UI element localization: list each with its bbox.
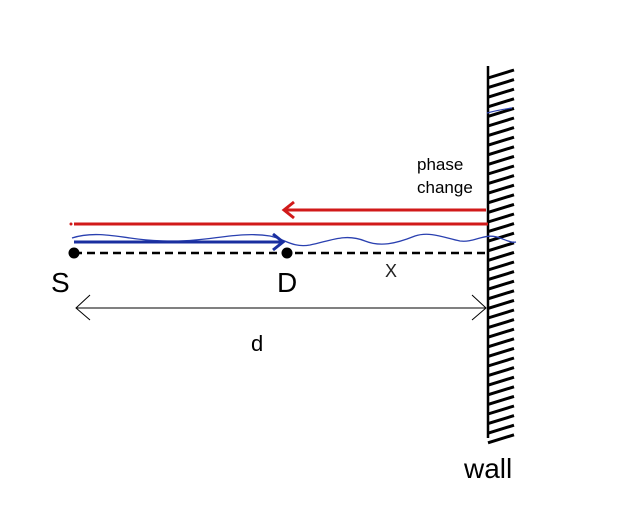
reflected-wave-start-dot — [69, 222, 73, 226]
wall-hatch-line — [487, 135, 515, 147]
wall-hatch-line — [487, 375, 515, 387]
wall-hatch-line — [487, 106, 515, 118]
wall-hatch-line — [487, 126, 515, 138]
wall-hatch-line — [487, 78, 515, 90]
detector-label: D — [277, 267, 297, 298]
incident-arrow — [74, 232, 286, 252]
wall-hatch-line — [487, 433, 515, 445]
wall-hatch-line — [487, 356, 515, 368]
distance-d-arrow — [75, 294, 487, 321]
wall-hatch-line — [487, 174, 515, 186]
wall-hatch-line — [487, 68, 515, 80]
wall-hatch-line — [487, 212, 515, 224]
wall-hatch-line — [487, 337, 515, 349]
wall-hatch-line — [487, 164, 515, 176]
wall-hatch-line — [487, 183, 515, 195]
wall-hatch-line — [487, 279, 515, 291]
wall-hatch-line — [487, 318, 515, 330]
wall-label: wall — [463, 453, 512, 484]
wall-hatching — [487, 68, 515, 445]
wall-hatch-line — [487, 423, 515, 435]
wall-hatch-line — [487, 327, 515, 339]
phase-change-label-line1: phase — [417, 155, 463, 174]
wall-hatch-line — [487, 154, 515, 166]
wall-hatch-line — [487, 250, 515, 262]
wall-blue-mark — [486, 107, 513, 114]
wall — [486, 66, 515, 445]
wall-hatch-line — [487, 222, 515, 234]
wall-hatch-line — [487, 193, 515, 205]
wall-hatch-line — [487, 298, 515, 310]
wall-hatch-line — [487, 414, 515, 426]
wall-hatch-line — [487, 241, 515, 253]
wall-hatch-line — [487, 394, 515, 406]
wall-hatch-line — [487, 260, 515, 272]
reflected-arrow — [281, 200, 486, 220]
wall-hatch-line — [487, 308, 515, 320]
wave-curve — [71, 233, 517, 247]
wall-hatch-line — [487, 145, 515, 157]
wall-hatch-line — [487, 289, 515, 301]
wall-hatch-line — [487, 270, 515, 282]
phase-change-label-line2: change — [417, 178, 473, 197]
distance-x-label: X — [385, 261, 397, 281]
wall-hatch-line — [487, 366, 515, 378]
wall-hatch-line — [487, 202, 515, 214]
wall-hatch-line — [487, 97, 515, 109]
wall-hatch-line — [487, 346, 515, 358]
wall-hatch-line — [487, 385, 515, 397]
detector-point — [281, 247, 293, 259]
wall-hatch-line — [487, 116, 515, 128]
wall-hatch-line — [487, 231, 515, 243]
distance-d-label: d — [251, 331, 263, 356]
source-point — [68, 247, 80, 259]
source-label: S — [51, 267, 70, 298]
wall-hatch-line — [487, 87, 515, 99]
wall-hatch-line — [487, 404, 515, 416]
